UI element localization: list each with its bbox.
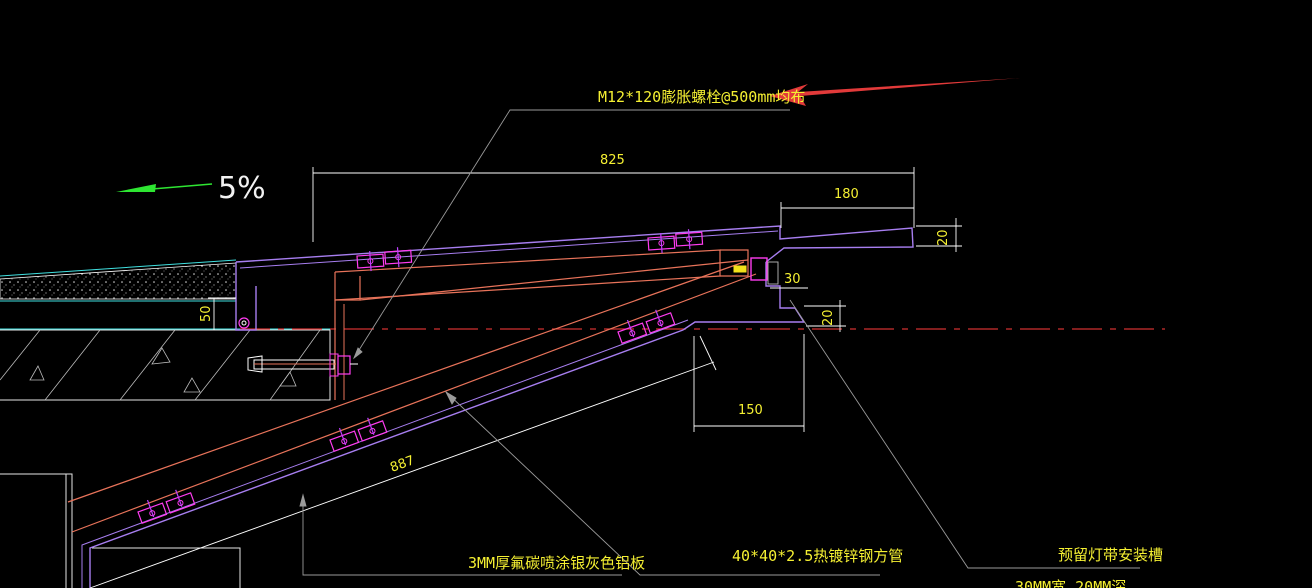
bolt-anchor [247, 355, 263, 373]
concrete-aggregate-2 [151, 347, 171, 365]
panel-back-return [235, 262, 257, 331]
annotation-cut-off-note: 30MM宽 20MM深 [1015, 578, 1126, 588]
leader-bolt [353, 109, 790, 359]
leader-arrow-panel [299, 493, 307, 507]
dimensions [89, 167, 962, 588]
wall-rivet-inner [241, 320, 247, 326]
panel-soffit-outline [89, 329, 684, 588]
concrete-aggregate-1 [29, 365, 45, 381]
leader-aluminium-panel [302, 495, 622, 576]
annotation-steel-tube: 40*40*2.5热镀锌钢方管 [732, 547, 903, 565]
bracket-top-left [356, 247, 413, 272]
soffit-frame [92, 547, 241, 588]
panel-top-outline [235, 225, 914, 263]
bracket-slope-upper [617, 309, 676, 345]
slope-arrow [116, 183, 213, 192]
bracket-slope-lower [137, 489, 196, 525]
red-pointer-arrow [770, 78, 1020, 106]
roof-insulation-line [0, 259, 237, 277]
steel-brace-2 [67, 261, 745, 503]
dim-887-label: 887 [388, 453, 416, 476]
dim-887-ext [699, 335, 717, 371]
roof-slab [0, 259, 331, 588]
connectors [137, 229, 779, 525]
annotation-bolt: M12*120膨胀螺栓@500mm均布 [598, 88, 805, 106]
bolt-nut [337, 355, 351, 375]
dim-887-line [89, 361, 715, 588]
leader-light-strip [789, 299, 1140, 569]
dim-180-label: 180 [834, 187, 859, 202]
bracket-slope-middle [329, 417, 388, 453]
light-strip-element [733, 265, 747, 273]
concrete-hatch-2 [44, 329, 101, 401]
leader-arrow-bolt [352, 347, 363, 360]
wall-rivet [238, 317, 250, 329]
steel-frame [67, 249, 757, 533]
annotation-light-strip-slot: 预留灯带安装槽 [1058, 546, 1163, 564]
steel-brace-3 [71, 273, 757, 533]
dim-50-label: 50 [199, 305, 214, 322]
concrete-aggregate-3 [183, 377, 201, 393]
bracket-top-right [647, 229, 704, 254]
concrete-hatch-5 [269, 329, 321, 401]
dim-30-label: 30 [784, 272, 801, 287]
steel-rafter-box [334, 272, 361, 301]
dim-150-label: 150 [738, 403, 763, 418]
dim-20-bottom-label: 20 [821, 309, 836, 326]
lower-wall-outline [0, 473, 73, 588]
light-strip-housing [767, 261, 779, 285]
leaders [299, 109, 1140, 576]
dim-20-top-label: 20 [936, 229, 951, 246]
slope-arrow-head [116, 184, 156, 192]
expansion-bolt [247, 353, 358, 377]
concrete-hatch-4 [194, 329, 251, 401]
leader-arrow-steel [444, 390, 457, 405]
leader-steel-tube [445, 391, 880, 576]
panel-soffit-inner [81, 319, 689, 588]
annotation-aluminium-panel: 3MM厚氟碳喷涂银灰色铝板 [468, 554, 645, 572]
slope-label: 5% [218, 171, 266, 206]
concrete-hatch-1 [0, 329, 41, 381]
concrete-hatch-3 [119, 329, 176, 401]
concrete-wall-outline [0, 329, 331, 401]
steel-end-box [720, 249, 749, 277]
steel-brace-1 [359, 259, 749, 301]
concrete-aggregate-4 [279, 371, 297, 387]
light-strip-fixture [750, 257, 768, 281]
dim-825-label: 825 [600, 153, 625, 168]
